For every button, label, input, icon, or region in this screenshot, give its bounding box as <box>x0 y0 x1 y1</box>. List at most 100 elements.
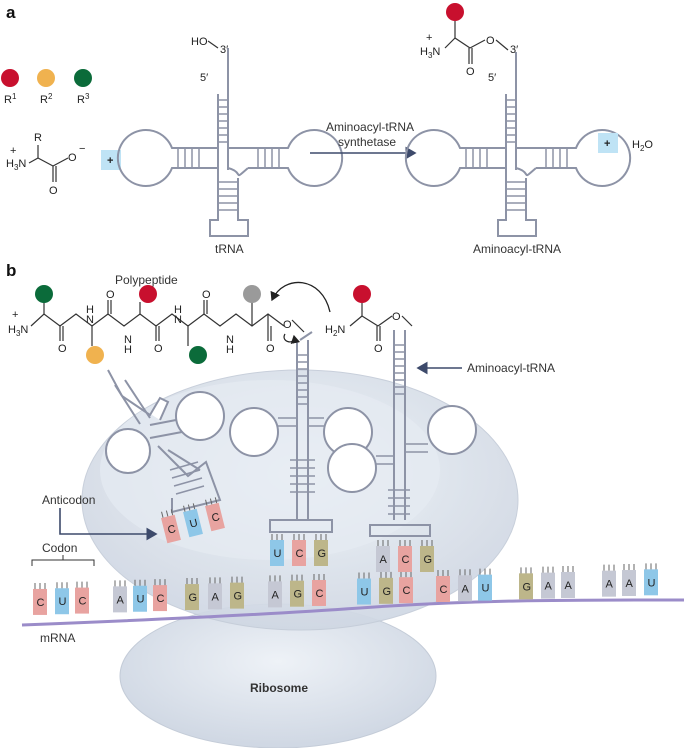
incoming-amino-acid: H2N O O <box>325 285 413 355</box>
svg-text:G: G <box>294 589 303 601</box>
svg-text:C: C <box>157 593 165 605</box>
trna-cloverleaf <box>116 48 344 237</box>
svg-text:A: A <box>272 589 280 601</box>
mrna-strand <box>21 598 685 627</box>
pp-r-group-5 <box>243 285 261 303</box>
svg-text:C: C <box>37 597 45 609</box>
aminoacyl-ester: + H3N O O <box>420 3 509 78</box>
pp-n-4: N <box>226 334 234 346</box>
pp-h-1: H <box>86 304 94 316</box>
svg-text:U: U <box>59 596 67 608</box>
r1-dot <box>1 69 19 87</box>
svg-text:C: C <box>402 554 410 566</box>
prod-amine: H3N <box>420 46 440 60</box>
anticodon-mid-base-1: U <box>270 534 284 566</box>
mrna-base-14: G <box>379 571 393 604</box>
mrna-base-17: A <box>458 569 472 602</box>
svg-text:A: A <box>462 583 470 595</box>
mrna-base-19: G <box>519 567 533 600</box>
pp-o-4: O <box>202 289 211 301</box>
trna-left-ribosome <box>105 369 225 514</box>
r1-label: R1 <box>4 92 17 106</box>
pp-r-group-3 <box>139 285 157 303</box>
mrna-base-23: A <box>622 564 636 597</box>
panel-a-label: a <box>6 3 16 22</box>
mrna-base-20: A <box>541 566 555 599</box>
polypeptide-chain: + H3N N H N H N H N H O O O O O O <box>8 285 305 364</box>
svg-text:G: G <box>424 554 433 566</box>
anticodon-left-base-1: C <box>161 509 181 544</box>
pp-o-1: O <box>58 343 67 355</box>
prod-o-ester: O <box>486 35 495 47</box>
pp-h-4: H <box>226 344 234 356</box>
pp-o-2: O <box>106 289 115 301</box>
codon-bracket <box>31 559 95 566</box>
svg-text:C: C <box>296 548 304 560</box>
incoming-o-bottom: O <box>374 343 383 355</box>
aminoacyl-trna-label: Aminoacyl-tRNA <box>473 242 561 256</box>
mrna-label: mRNA <box>40 631 75 645</box>
mrna-base-22: A <box>602 564 616 597</box>
mrna-base-4: A <box>113 580 127 613</box>
incoming-amine: H2N <box>325 324 345 338</box>
mrna-base-7: G <box>185 578 199 611</box>
svg-text:U: U <box>274 548 282 560</box>
svg-text:A: A <box>626 578 634 590</box>
svg-text:A: A <box>606 579 614 591</box>
r-group-legend: R1 R2 R3 <box>1 69 92 106</box>
mrna-base-2: U <box>55 582 69 615</box>
pp-r-group-1 <box>35 285 53 303</box>
anticodon-label: Anticodon <box>42 493 95 507</box>
aa-r-label: R <box>34 132 42 144</box>
r3-label: R3 <box>77 92 90 106</box>
anticodon-right-base-2: C <box>398 540 412 572</box>
anticodon-pointer <box>59 508 158 541</box>
pp-n-2: N <box>124 334 132 346</box>
svg-text:A: A <box>212 591 220 603</box>
plus-sign-left: + <box>107 155 113 167</box>
anticodon-left-base-3: C <box>205 497 225 532</box>
incoming-r-group <box>353 285 371 303</box>
anticodon-mid-base-3: G <box>314 534 328 566</box>
pp-n-1: N <box>86 314 94 326</box>
pp-o-3: O <box>154 343 163 355</box>
water-label: H2O <box>632 139 653 153</box>
aa-minus: − <box>79 143 85 155</box>
aminoacyl-trna-pointer-label: Aminoacyl-tRNA <box>467 361 555 375</box>
svg-text:U: U <box>648 577 656 589</box>
mrna-base-1: C <box>33 582 47 615</box>
mrna-base-8: A <box>208 577 222 610</box>
svg-text:C: C <box>79 596 87 608</box>
anticodon-right-base-3: G <box>420 540 434 572</box>
aa-o-bottom: O <box>49 185 58 197</box>
svg-text:C: C <box>166 523 177 537</box>
svg-text:U: U <box>361 587 369 599</box>
codon-label: Codon <box>42 541 77 555</box>
r2-dot <box>37 69 55 87</box>
trna-incoming <box>327 330 477 537</box>
mrna-base-21: A <box>561 565 575 598</box>
enzyme-label-line2: synthetase <box>338 135 396 149</box>
aa-o-right: O <box>68 152 77 164</box>
mrna-base-13: U <box>357 572 371 605</box>
plus-sign-right: + <box>604 138 610 150</box>
enzyme-label-line1: Aminoacyl-tRNA <box>326 120 414 134</box>
svg-text:G: G <box>234 591 243 603</box>
amino-acid-structure: R + H3N O O − <box>6 132 85 197</box>
mrna-base-15: C <box>399 571 413 604</box>
ribosome-label: Ribosome <box>250 681 308 695</box>
pp-plus: + <box>12 309 18 321</box>
aa-plus: + <box>10 145 16 157</box>
aa-amine: H3N <box>6 158 26 172</box>
svg-text:G: G <box>189 592 198 604</box>
polypeptide-label: Polypeptide <box>115 273 178 287</box>
five-prime-right: 5′ <box>488 72 496 84</box>
mrna-base-24: U <box>644 563 658 596</box>
svg-text:U: U <box>188 517 199 531</box>
mrna-base-3: C <box>75 581 89 614</box>
incoming-o-ester: O <box>392 311 401 323</box>
